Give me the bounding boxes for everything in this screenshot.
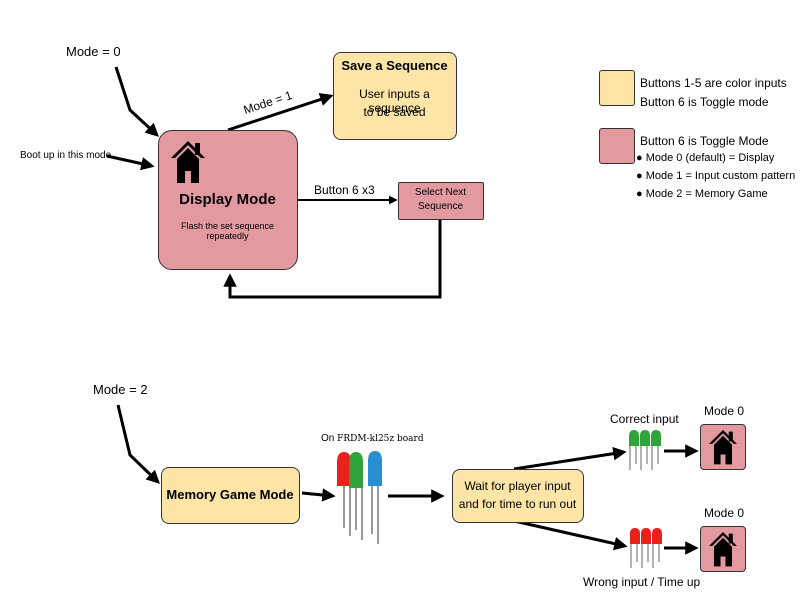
wait-node: Wait for player input and for time to ru… (452, 469, 584, 523)
mode1-arrow (227, 92, 334, 132)
home-node-correct (700, 424, 746, 470)
select-next-node: Select Next Sequence (398, 182, 484, 220)
legend-yellow-swatch (599, 70, 635, 106)
led-blue (368, 451, 382, 486)
legend-yellow-line2: Button 6 is Toggle mode (640, 95, 769, 109)
select-next-line1: Select Next (414, 187, 467, 198)
legend-item: ● Mode 0 (default) = Display (636, 152, 775, 164)
button6-label: Button 6 x3 (314, 183, 375, 197)
legend-pink-title: Button 6 is Toggle Mode (640, 134, 769, 148)
board-name: FRDM-kl25z board (337, 434, 424, 444)
display-mode-desc: Flash the set sequence repeatedly (180, 221, 275, 241)
correct-label: Correct input (610, 412, 679, 426)
boot-label: Boot up in this mode (20, 150, 112, 161)
display-mode-node: Display Mode Flash the set sequence repe… (158, 130, 298, 270)
home-icon (709, 430, 737, 465)
mode2-arrow (116, 404, 160, 484)
board-prefix: On (321, 433, 338, 444)
legend-yellow-line1: Buttons 1-5 are color inputs (640, 76, 787, 90)
green-led-group (629, 430, 661, 470)
mode0-label: Mode = 0 (66, 44, 121, 59)
led-red (337, 452, 351, 486)
mode2-label: Mode = 2 (93, 382, 148, 397)
home-icon (171, 141, 205, 183)
legend-item-text: Mode 0 (default) = Display (645, 152, 775, 164)
boot-arrow (106, 154, 155, 171)
mode0-bottom-label: Mode 0 (704, 506, 745, 520)
home-node-wrong (700, 526, 746, 572)
legend-pink-swatch (599, 128, 635, 164)
mode0-top-label: Mode 0 (704, 404, 745, 418)
home-icon (709, 532, 737, 567)
wait-line1: Wait for player input (464, 479, 571, 493)
led-green (349, 452, 363, 488)
select-next-line2: Sequence (417, 201, 464, 212)
memory-game-title: Memory Game Mode (166, 487, 294, 502)
legend-item-text: Mode 1 = Input custom pattern (645, 170, 796, 182)
wait-to-wrong-arrow (513, 519, 628, 551)
rgb-led-cluster (337, 451, 382, 544)
save-sequence-title: Save a Sequence (341, 58, 448, 73)
display-mode-title: Display Mode (179, 191, 276, 208)
legend-item: ● Mode 2 = Memory Game (636, 188, 768, 200)
red-led-group (630, 528, 662, 568)
wait-line2: and for time to run out (458, 497, 577, 511)
memory-game-node: Memory Game Mode (161, 467, 300, 524)
save-sequence-line1: User inputs a sequence (359, 87, 430, 115)
loop-back-line (223, 219, 442, 299)
legend-item: ● Mode 1 = Input custom pattern (636, 170, 796, 182)
mode0-arrow (114, 66, 159, 137)
board-label: On FRDM-kl25z board (321, 433, 424, 444)
save-sequence-node: Save a Sequence User inputs a sequence t… (333, 52, 457, 140)
save-sequence-line2: to be saved (363, 105, 426, 119)
memory-to-leds-arrow (301, 488, 336, 502)
legend-pink-list: ● Mode 0 (default) = Display ● Mode 1 = … (636, 152, 795, 206)
legend-item-text: Mode 2 = Memory Game (645, 188, 768, 200)
wait-to-correct-arrow (513, 446, 627, 471)
wrong-label: Wrong input / Time up (583, 575, 701, 589)
